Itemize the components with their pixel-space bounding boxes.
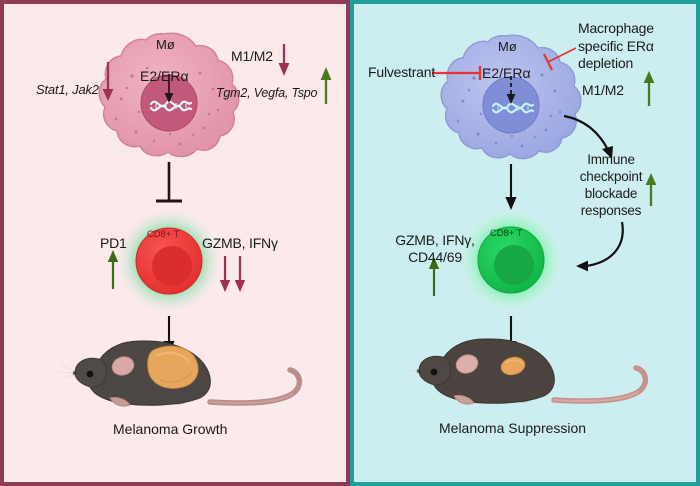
m1-m2-ratio-label: M1/M2 xyxy=(231,48,273,64)
inhibition-connector xyxy=(156,162,182,203)
gzmb-ifng-label: GZMB, IFNγ xyxy=(202,235,278,251)
m1m2-up-arrow xyxy=(643,71,655,106)
activation-connector xyxy=(505,164,517,210)
checkpoint-to-tcell-curved-arrow xyxy=(576,221,624,272)
stat1-jak2-label: Stat1, Jak2 xyxy=(36,82,99,97)
fulvestrant-label: Fulvestrant xyxy=(368,64,436,80)
tumor-large xyxy=(147,345,199,389)
mouse-illustration xyxy=(58,340,303,407)
e2-era-label: E2/ERα xyxy=(140,68,189,84)
panel-era-depletion: Mø E2/ERα Fulvestrant Macrophage specifi… xyxy=(350,0,700,486)
stat1-jak2-down-arrow xyxy=(102,62,114,101)
tgm2-up-arrow xyxy=(320,67,332,104)
pd1-label: PD1 xyxy=(100,235,127,251)
panel-control: Mø E2/ERα Stat1, Jak2 M1/M2 Tgm2, Vegfa,… xyxy=(0,0,350,486)
macrophage-label: Mø xyxy=(498,39,517,54)
tumor-small xyxy=(500,356,526,376)
macrophage-label: Mø xyxy=(156,37,175,52)
cd8-t-cell-label: CD8+ T xyxy=(147,229,180,240)
depletion-inhibition-connector xyxy=(543,47,577,71)
cd8-t-cell xyxy=(117,209,221,313)
gzmb-ifng-cd44-label: GZMB, IFNγ, CD44/69 xyxy=(395,232,475,266)
m1m2-down-arrow xyxy=(278,44,290,76)
m1-m2-ratio-label: M1/M2 xyxy=(582,82,624,98)
gzmb-ifng-double-down-arrows xyxy=(219,256,246,292)
fulvestrant-inhibition-connector xyxy=(432,66,482,80)
panel-era-depletion-content: Mø E2/ERα Fulvestrant Macrophage specifi… xyxy=(354,4,696,482)
panel-control-content: Mø E2/ERα Stat1, Jak2 M1/M2 Tgm2, Vegfa,… xyxy=(4,4,346,482)
e2-era-label: E2/ERα xyxy=(482,65,531,81)
tcell-to-mouse-arrow xyxy=(505,316,517,354)
outcome-label: Melanoma Suppression xyxy=(439,420,587,436)
pd1-up-arrow xyxy=(107,250,119,289)
era-depletion-label: Macrophage specific ERα depletion xyxy=(578,20,654,71)
mouse-illustration xyxy=(402,338,649,405)
tgm2-vegfa-tspo-label: Tgm2, Vegfa, Tspo xyxy=(216,86,318,100)
tcell-to-mouse-arrow xyxy=(163,316,175,354)
immune-checkpoint-label: Immune checkpoint blockade responses xyxy=(579,152,643,218)
outcome-label: Melanoma Growth xyxy=(113,421,228,437)
cd8-t-cell-label: CD8+ T xyxy=(490,228,523,239)
